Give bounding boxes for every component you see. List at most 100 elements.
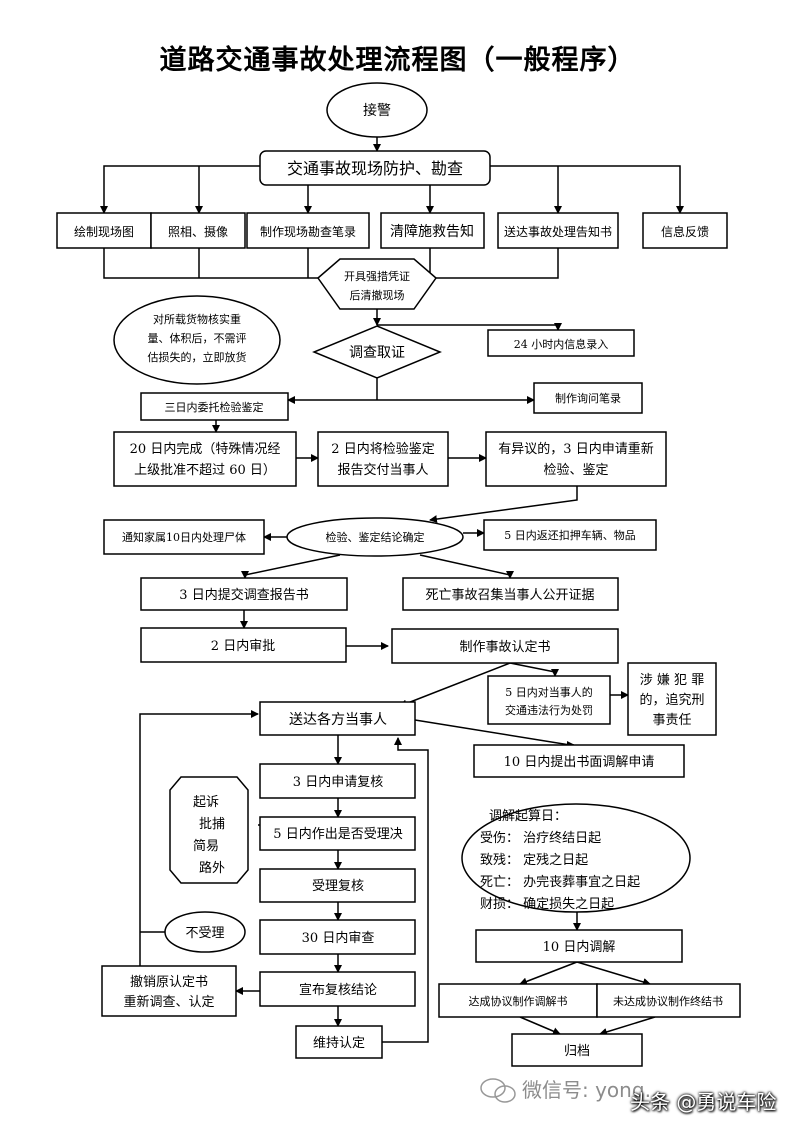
node-shouli <box>259 868 416 903</box>
arrow-dacheng-guidang <box>519 1016 561 1035</box>
node-qisuan <box>461 803 691 913</box>
node-shenpi <box>140 627 347 663</box>
node-fanzui <box>627 662 717 736</box>
label-jiaofu-1: 2 日内将检验鉴定 <box>331 441 434 457</box>
label-shiti: 通知家属10日内处理尸体 <box>122 530 246 544</box>
node-weichi <box>295 1025 383 1059</box>
label-huowu-2: 量、体积后，不需评 <box>148 331 247 345</box>
node-luru <box>487 329 635 357</box>
node-shencha <box>259 919 416 955</box>
label-baogaoshu: 3 日内提交调查报告书 <box>179 587 308 603</box>
node-weidacheng <box>596 983 741 1018</box>
node-shiti <box>103 519 265 555</box>
label-siwang: 死亡事故召集当事人公开证据 <box>425 587 594 603</box>
label-xinxi: 信息反馈 <box>661 224 709 239</box>
label-qisuan-2: 受伤： 治疗终结日起 <box>480 830 601 846</box>
watermark-wechat: 微信号: yong… <box>522 1078 665 1102</box>
label-wancheng-1: 20 日内完成（特殊情况经 <box>130 441 281 457</box>
label-wancheng-2: 上级批准不超过 60 日） <box>134 463 276 478</box>
node-bushouli <box>164 911 246 953</box>
arrow-to-luru <box>377 323 562 331</box>
node-qisu <box>169 776 249 884</box>
label-shencha: 30 日内审查 <box>302 930 375 946</box>
node-diaocha <box>312 325 442 379</box>
arrow-tiaojie-weidacheng <box>576 961 651 986</box>
label-qisuan-group: 调解起算日： 受伤： 治疗终结日起 致残： 定残之日起 死亡： 办完丧葬事宜之日… <box>480 809 640 912</box>
label-shouli-jueding: 5 日内作出是否受理决 <box>273 826 402 842</box>
arrow-tiaojie-dacheng <box>519 961 578 986</box>
labels: 接警 交通事故现场防护、勘查 绘制现场图 照相、摄像 制作现场勘查笔录 清障施救… <box>74 102 723 1059</box>
label-qisuan-5: 财损： 确定损失之日起 <box>480 897 614 912</box>
node-qingzhang <box>380 212 485 249</box>
node-xuanbu <box>259 971 416 1007</box>
label-fanzui-1: 涉 嫌 犯 罪 <box>640 673 704 688</box>
label-bushouli: 不受理 <box>185 926 224 941</box>
arrow-rendingshu-chufa <box>509 662 559 677</box>
node-tiaojie-shenqing <box>473 744 685 778</box>
label-jiejing: 接警 <box>363 102 391 119</box>
wechat-icon <box>480 1078 516 1103</box>
label-huowu-3: 估损失的，立即放货 <box>148 350 247 364</box>
label-yiyi-2: 检验、鉴定 <box>543 462 608 478</box>
label-yiyi-1: 有异议的，3 日内申请重新 <box>498 441 653 457</box>
node-chufa <box>487 675 611 725</box>
node-xinxi <box>642 212 728 249</box>
node-songda-gaozhi <box>497 212 619 249</box>
label-qisu-3: 简易 <box>193 838 219 854</box>
label-tiaojie: 10 日内调解 <box>543 939 616 955</box>
label-jielun: 检验、鉴定结论确定 <box>326 530 425 544</box>
node-baogaoshu <box>140 577 348 611</box>
node-bilu <box>246 212 370 249</box>
label-fuhe: 3 日内申请复核 <box>293 774 383 790</box>
node-kaiju <box>316 258 438 310</box>
arrow-to-siwang <box>419 554 514 579</box>
label-songda-gaozhi: 送达事故处理告知书 <box>504 224 612 239</box>
label-qingzhang: 清障施救告知 <box>390 223 474 240</box>
label-qisu-1: 起诉 <box>193 795 219 810</box>
node-fanhuan <box>483 519 657 551</box>
arrow-rendingshu-songda <box>399 662 511 708</box>
node-huowu <box>113 295 281 385</box>
node-shouli-jueding <box>259 816 416 851</box>
node-tiaojie <box>475 929 683 963</box>
label-qisuan-1: 调解起算日： <box>489 809 567 824</box>
label-songda: 送达各方当事人 <box>289 712 387 728</box>
node-fuhe <box>259 763 416 799</box>
label-weituo: 三日内委托检验鉴定 <box>165 400 264 414</box>
node-yiyi <box>485 431 667 487</box>
arrow-to-baogaoshu <box>241 554 341 579</box>
node-xianchang <box>259 150 491 186</box>
node-rendingshu <box>391 628 619 664</box>
node-chexiao <box>101 965 237 1017</box>
label-guidang: 归档 <box>564 1044 590 1059</box>
label-qisuan-4: 死亡： 办完丧葬事宜之日起 <box>480 875 640 890</box>
node-zhaoxiang <box>150 212 246 249</box>
connectors <box>100 137 684 1043</box>
node-wancheng <box>113 431 297 487</box>
label-shenpi: 2 日内审批 <box>211 638 275 654</box>
shapes <box>56 82 741 1067</box>
arrow-to-huizhi <box>100 165 260 214</box>
label-weidacheng: 未达成协议制作终结书 <box>613 994 723 1008</box>
label-weichi: 维持认定 <box>313 1036 365 1051</box>
arrow-weichi-songda <box>382 737 429 1043</box>
watermark-toutiao: 头条 @勇说车险 <box>630 1090 777 1114</box>
label-qisu-2: 批捕 <box>199 816 225 832</box>
node-dacheng <box>438 983 598 1018</box>
label-fanzui-2: 的，追究刑 <box>639 692 704 708</box>
label-chexiao-2: 重新调查、认定 <box>123 994 214 1010</box>
label-chufa-2: 交通违法行为处罚 <box>505 703 593 717</box>
label-fanhuan: 5 日内返还扣押车辆、物品 <box>504 528 636 542</box>
label-chufa-1: 5 日内对当事人的 <box>505 685 593 699</box>
label-zhaoxiang: 照相、摄像 <box>168 224 228 239</box>
label-xunwen: 制作询问笔录 <box>555 391 621 405</box>
label-fanzui-3: 事责任 <box>652 713 691 728</box>
label-huizhi: 绘制现场图 <box>74 224 134 239</box>
label-xianchang: 交通事故现场防护、勘查 <box>287 159 463 178</box>
label-kaiju-1: 开具强措凭证 <box>344 269 410 283</box>
label-shouli: 受理复核 <box>312 879 364 894</box>
label-chexiao-1: 撤销原认定书 <box>130 974 208 990</box>
label-rendingshu: 制作事故认定书 <box>459 640 550 655</box>
node-siwang <box>402 577 619 611</box>
arrow-chexiao-songda <box>139 710 259 966</box>
